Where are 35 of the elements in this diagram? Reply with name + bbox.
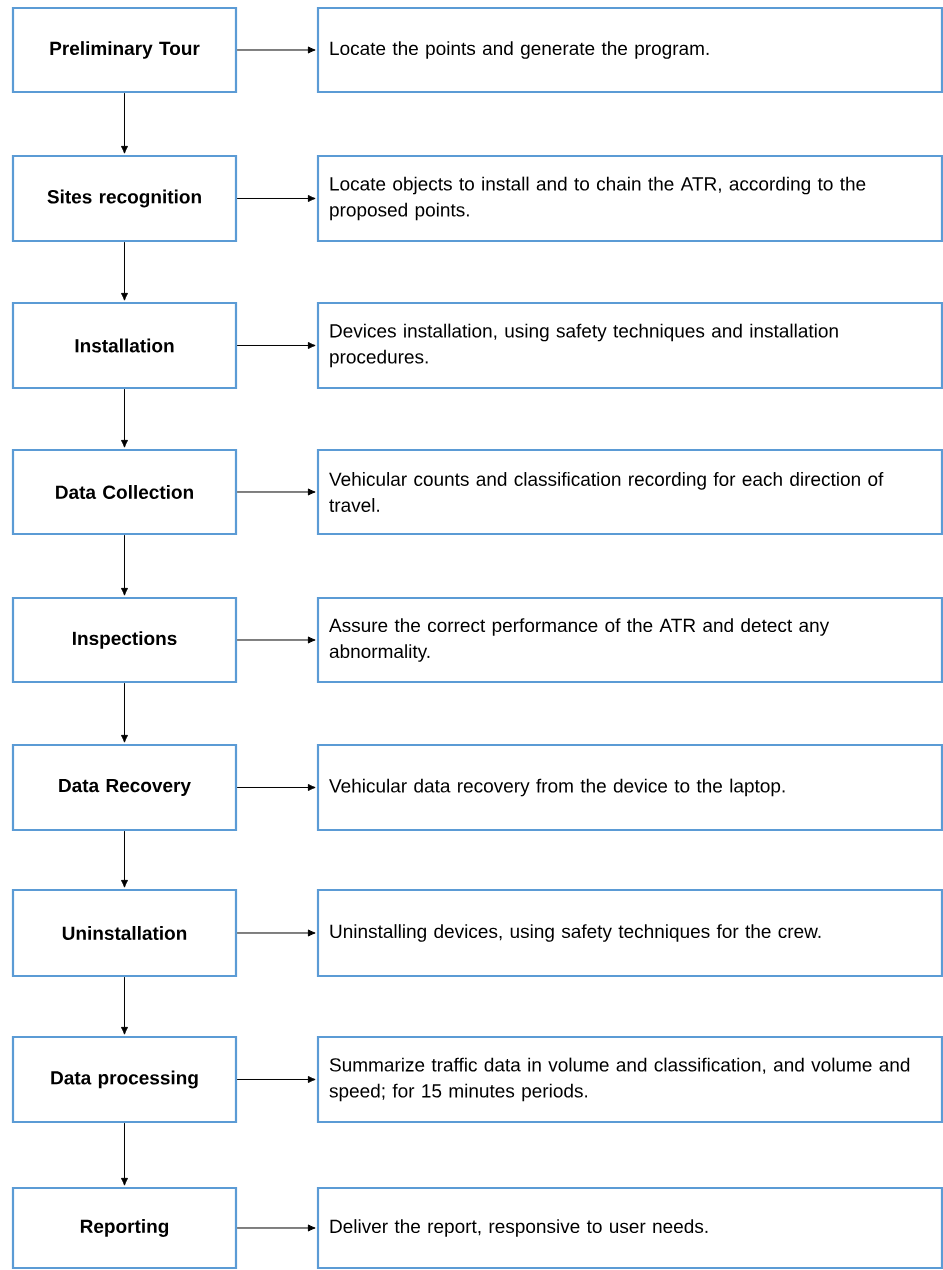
- arrow: [120, 388, 129, 448]
- arrow: [236, 929, 316, 937]
- arrow: [236, 636, 316, 644]
- arrow: [120, 976, 129, 1035]
- description-box: Summarize traffic data in volume and classification, and volume and speed; for 15 minutes periods.: [316, 1035, 943, 1124]
- step-box: Data Collection: [11, 448, 238, 536]
- step-box: Inspections: [11, 596, 238, 684]
- description-box: Uninstalling devices, using safety techniques for the crew.: [316, 888, 943, 978]
- arrow: [236, 1224, 316, 1232]
- arrow: [120, 830, 129, 888]
- arrow: [236, 46, 316, 54]
- arrow: [120, 241, 129, 301]
- step-box: Uninstallation: [11, 888, 238, 978]
- arrow: [120, 1122, 129, 1186]
- description-box: Deliver the report, responsive to user needs.: [316, 1186, 943, 1270]
- step-box: Data Recovery: [11, 743, 238, 832]
- arrow: [236, 488, 316, 496]
- description-box: Devices installation, using safety techniques and installation procedures.: [316, 301, 943, 390]
- step-box: Sites recognition: [11, 154, 238, 243]
- step-box: Preliminary Tour: [11, 6, 238, 94]
- step-box: Reporting: [11, 1186, 238, 1270]
- arrow: [236, 1075, 316, 1084]
- description-box: Locate objects to install and to chain the ATR, according to the proposed points.: [316, 154, 943, 243]
- description-box: Vehicular data recovery from the device to the laptop.: [316, 743, 943, 832]
- arrow: [236, 341, 316, 350]
- step-box: Data processing: [11, 1035, 238, 1124]
- arrow: [236, 194, 316, 203]
- arrow: [120, 92, 129, 154]
- arrow: [120, 534, 129, 596]
- description-box: Assure the correct performance of the ATR and detect any abnormality.: [316, 596, 943, 684]
- arrow: [236, 783, 316, 792]
- arrow: [120, 682, 129, 743]
- description-box: Locate the points and generate the program.: [316, 6, 943, 94]
- step-box: Installation: [11, 301, 238, 390]
- description-box: Vehicular counts and classification recording for each direction of travel.: [316, 448, 943, 536]
